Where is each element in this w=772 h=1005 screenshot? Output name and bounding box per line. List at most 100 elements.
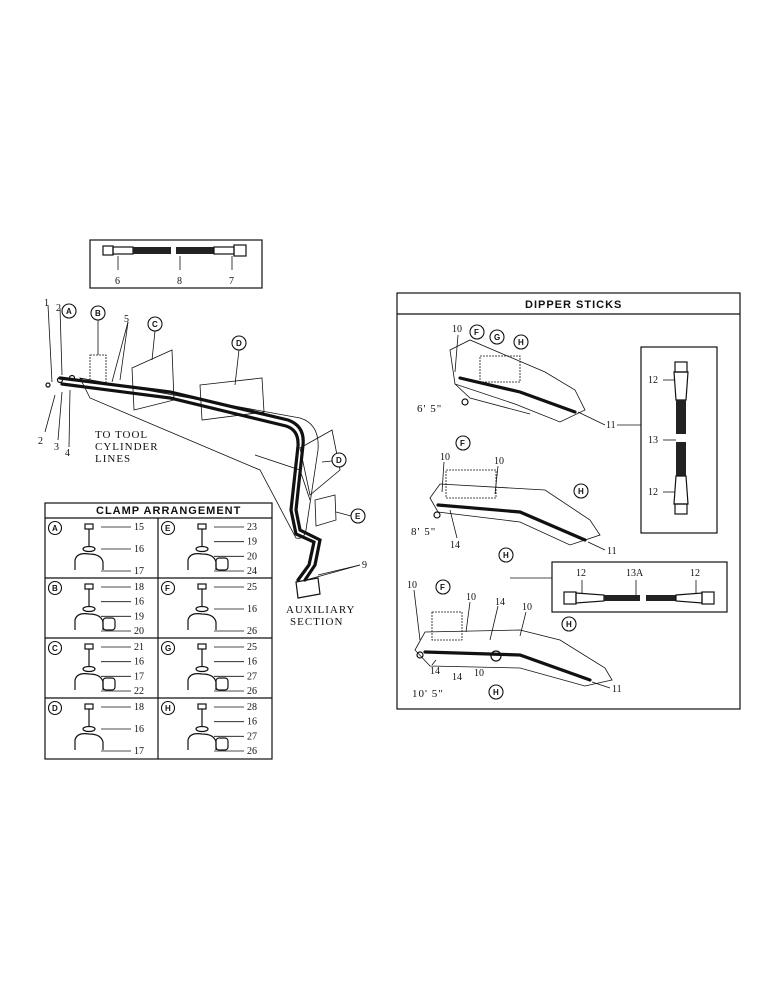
leader-10-c2 [465,601,471,633]
clamp-part-number: 18 [134,702,144,713]
hose-line-2 [60,382,316,582]
tool-lines-text-2: CYLINDER [95,441,159,453]
clamp-part-number: 19 [134,611,144,622]
leader-14-c1 [489,605,499,641]
circle-f-b [455,435,471,451]
callout-14-c2: 14 [430,666,440,677]
clamp-body [74,673,104,690]
leader-d-top [234,349,240,386]
clamp-letter-circle [47,700,63,716]
hhose-body-left [604,595,640,601]
leader-11-b [587,541,606,551]
size-8-5: 8' 5" [411,526,436,538]
size-10-5: 10' 5" [412,688,444,700]
clamp-part-number: 16 [247,657,257,668]
clamp-part-number: 25 [247,582,257,593]
hhose-fitting-left [575,592,605,604]
callout-11-a: 11 [606,420,616,431]
stick-b-plate [445,469,497,499]
stick-a-outline [449,339,586,423]
stick-10-5: F H H 10 10 14 10 14 14 10 11 10' 5" [407,579,622,700]
circle-d-right-text: D [336,456,342,465]
clamp-body [187,733,217,750]
circle-h-c1 [561,616,577,632]
clamp-part-number: 16 [134,544,144,555]
circle-b-text: B [95,309,101,318]
circle-h-b1-text: H [578,487,584,496]
hose-line-1 [58,376,322,582]
clamp-part-number: 20 [247,551,257,562]
leader-5b [119,321,129,381]
clamp-letter-circle [160,700,176,716]
washer [82,545,96,553]
clamp-panel-e [314,494,337,527]
clamp-body [74,553,104,570]
clamp-part-number: 20 [134,626,144,637]
callout-5: 5 [124,314,129,325]
callout-12-left: 12 [576,568,586,579]
vhose-body-bottom [676,442,686,476]
clamp-part-number: 27 [247,671,257,682]
stick-a-base [454,383,531,415]
washer [195,545,209,553]
circle-h-b2 [498,547,514,563]
circle-f-c [435,579,451,595]
circle-f-a [469,324,485,340]
callout-2-top: 2 [56,303,61,314]
bolt-head [84,703,94,710]
vhose-fitting-top [673,371,689,401]
stick-c-outline [414,629,613,687]
leader-c [151,330,156,361]
clamp-letter: H [165,704,171,713]
circle-d-right [331,452,347,468]
callout-11-c: 11 [612,684,622,695]
circle-e-text: E [355,512,361,521]
clamp-letter-circle [47,640,63,656]
clamp-part-number: 26 [247,626,257,637]
clamp-part-number: 17 [134,671,144,682]
hose-fitting-left [112,246,134,255]
callout-12-bottom: 12 [648,487,658,498]
stick-b-outline [429,483,601,546]
clamp-letter-circle [160,640,176,656]
hhose-body-right [646,595,676,601]
leader-10-a [454,334,459,373]
hose-end-left [102,245,114,256]
auxiliary-text-2: SECTION [290,616,343,628]
vhose-fitting-bottom [673,475,689,505]
clamp-part-number: 16 [134,657,144,668]
clamp-letter-circle [47,580,63,596]
dipper-title: DIPPER STICKS [525,299,622,311]
boom-outline [79,377,319,539]
leader-10-b1 [441,461,445,493]
stick-c-hose [423,650,592,682]
callout-10-b1: 10 [440,452,450,463]
clamp-part-number: 18 [134,582,144,593]
leader-5a [111,321,129,383]
clamp-letter: F [165,584,170,593]
leader-10-c3 [519,611,527,637]
clamp-letter-circle [160,520,176,536]
bolt-head [84,523,94,530]
circle-f-a-text: F [474,328,479,337]
clamp-block [102,617,116,631]
washer [195,725,209,733]
clamp-letter: D [52,704,58,713]
clamp-panel-a [89,354,107,384]
callout-10-b2: 10 [494,456,504,467]
vhose-end-top [674,361,688,373]
vhose-body-top [676,400,686,434]
clamp-title: CLAMP ARRANGEMENT [96,505,241,517]
stick-6-5: F G H 10 11 6' 5" [417,324,616,431]
leader-4 [68,389,71,448]
leader-2a [59,307,63,376]
tool-lines-text-1: TO TOOL [95,429,148,441]
callout-8: 8 [177,276,182,287]
horizontal-hose-box [551,561,728,613]
auxiliary-text-1: AUXILIARY [286,604,356,616]
leader-10-c1 [413,589,421,641]
